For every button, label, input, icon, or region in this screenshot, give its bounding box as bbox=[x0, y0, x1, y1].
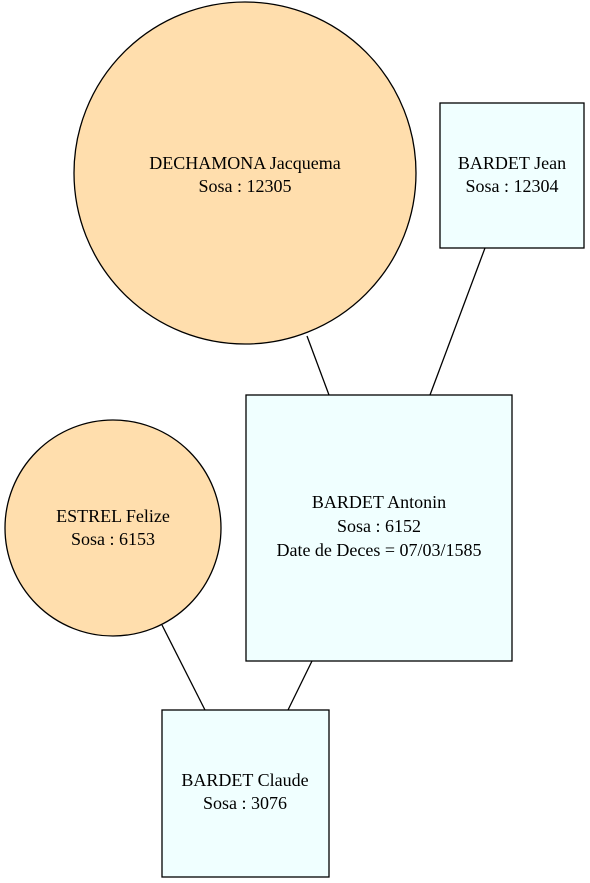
node-shape bbox=[161, 709, 330, 878]
person-sosa: Sosa : 3076 bbox=[203, 793, 287, 813]
person-node-jacquema[interactable]: DECHAMONA Jacquema Sosa : 12305 bbox=[73, 1, 417, 345]
person-sosa: Sosa : 12304 bbox=[465, 176, 558, 196]
node-shape bbox=[73, 1, 417, 345]
person-sosa: Sosa : 12305 bbox=[198, 176, 291, 196]
node-shape bbox=[4, 419, 222, 637]
person-node-felize[interactable]: ESTREL Felize Sosa : 6153 bbox=[4, 419, 222, 637]
edges bbox=[161, 247, 486, 711]
edge-jean-antonin bbox=[429, 247, 486, 396]
person-name: BARDET Jean bbox=[458, 153, 566, 173]
person-node-claude[interactable]: BARDET Claude Sosa : 3076 bbox=[161, 709, 330, 878]
node-shape bbox=[439, 102, 585, 249]
person-node-antonin[interactable]: BARDET Antonin Sosa : 6152 Date de Deces… bbox=[245, 394, 513, 662]
person-sosa: Sosa : 6152 bbox=[337, 516, 421, 536]
person-sosa: Sosa : 6153 bbox=[71, 529, 155, 549]
node-shape bbox=[245, 394, 513, 662]
edge-antonin-claude bbox=[287, 660, 313, 711]
person-name: BARDET Claude bbox=[181, 770, 308, 790]
edge-jacquema-antonin bbox=[306, 335, 330, 396]
person-name: ESTREL Felize bbox=[56, 506, 170, 526]
person-name: DECHAMONA Jacquema bbox=[149, 153, 340, 173]
edge-felize-claude bbox=[161, 624, 206, 711]
person-death-date: Date de Deces = 07/03/1585 bbox=[276, 540, 481, 560]
person-name: BARDET Antonin bbox=[312, 492, 446, 512]
person-node-jean[interactable]: BARDET Jean Sosa : 12304 bbox=[439, 102, 585, 249]
